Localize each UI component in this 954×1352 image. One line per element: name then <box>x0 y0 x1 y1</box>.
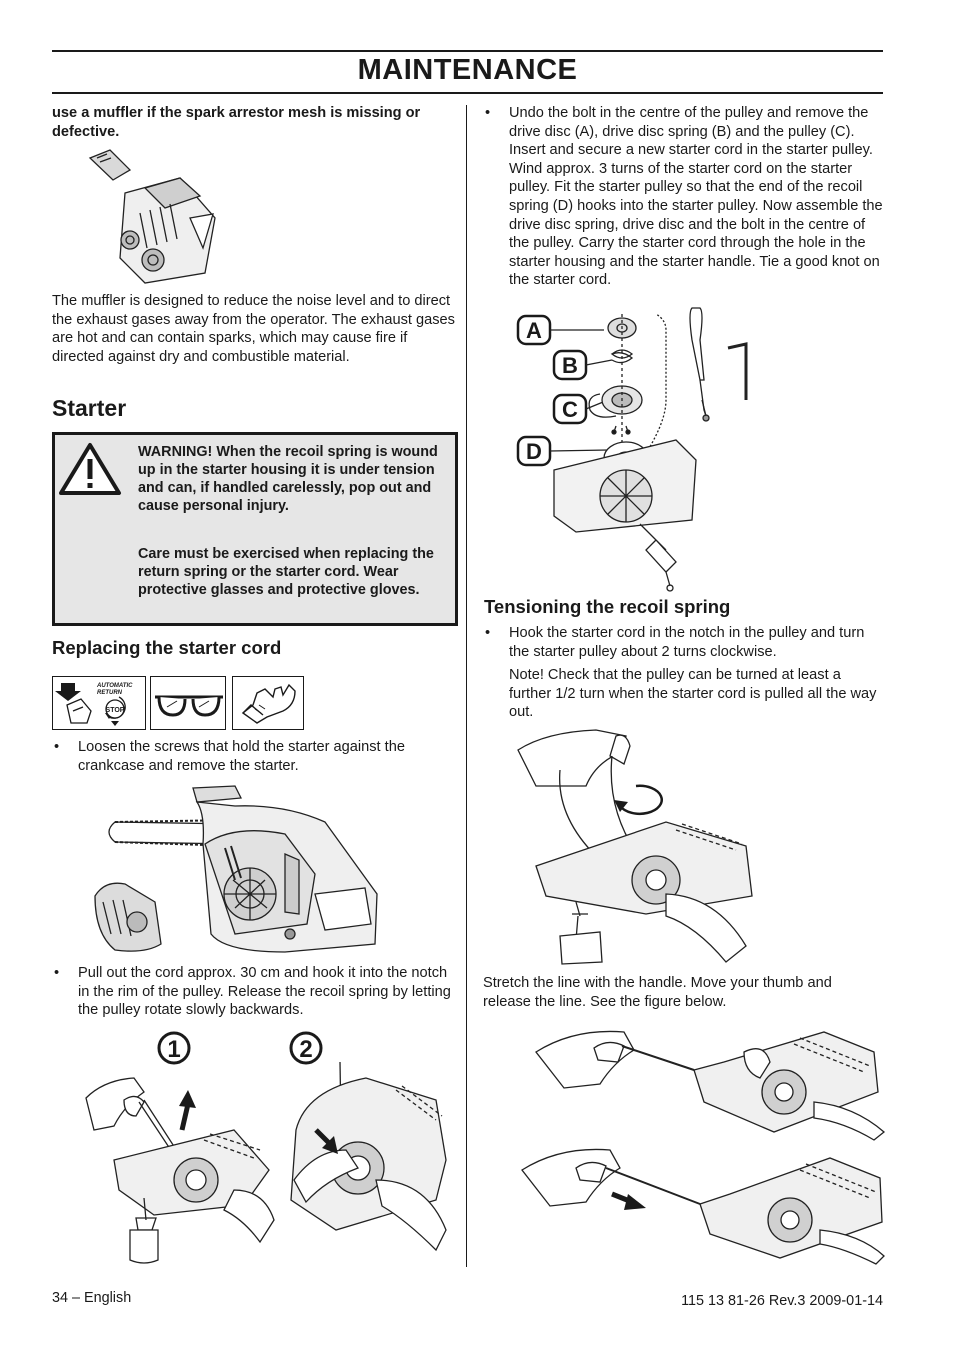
document-reference: 115 13 81-26 Rev.3 2009-01-14 <box>681 1293 883 1309</box>
label-a: A <box>526 318 542 343</box>
bullet-mark: • <box>485 625 491 641</box>
starter-exploded-illustration: A B C D <box>516 307 748 592</box>
step-1-figure: 1 <box>85 1031 275 1264</box>
right-bullet-2: • Hook the starter cord in the notch in … <box>485 624 885 661</box>
column-divider <box>466 105 467 1267</box>
svg-text:RETURN: RETURN <box>97 690 123 696</box>
protective-glasses-icon <box>150 676 226 730</box>
label-d: D <box>526 439 542 464</box>
left-bullet-2: • Pull out the cord approx. 30 cm and ho… <box>54 964 458 1020</box>
note-text: Note! Check that the pulley can be turne… <box>509 667 877 721</box>
warning-text-2: Care must be exercised when replacing th… <box>138 546 434 598</box>
left-bullet-1: • Loosen the screws that hold the starte… <box>54 738 458 775</box>
right-bullet-2-text: Hook the starter cord in the notch in th… <box>509 625 865 660</box>
bullet-mark: • <box>54 739 60 755</box>
right-bullet-1-text: Undo the bolt in the centre of the pulle… <box>509 105 883 289</box>
left-bullet-2-text: Pull out the cord approx. 30 cm and hook… <box>78 965 451 1019</box>
page-title: MAINTENANCE <box>357 54 578 86</box>
tensioning-illustration <box>517 729 753 965</box>
starter-heading: Starter <box>52 395 127 421</box>
stretch-figure-2 <box>521 1148 885 1265</box>
svg-text:STOP: STOP <box>106 707 125 714</box>
protective-gloves-icon <box>232 676 304 730</box>
label-c: C <box>562 397 578 422</box>
stretch-text: Stretch the line with the handle. Move y… <box>483 975 832 1010</box>
right-bullet-1: • Undo the bolt in the centre of the pul… <box>485 104 885 290</box>
label-b: B <box>562 353 578 378</box>
stretch-figure-1 <box>535 1030 886 1141</box>
automatic-return-label: AUTOMATIC <box>96 683 133 689</box>
step-2-label: 2 <box>299 1036 312 1063</box>
chain-brake-stop-icon: AUTOMATIC RETURN STOP <box>52 676 146 730</box>
muffler-illustration <box>88 149 216 284</box>
muffler-warning-text: use a muffler if the spark arrestor mesh… <box>52 105 421 140</box>
replacing-starter-cord-heading: Replacing the starter cord <box>52 637 282 658</box>
tensioning-heading: Tensioning the recoil spring <box>484 596 731 617</box>
bullet-mark: • <box>54 965 60 981</box>
header-rule-bottom <box>52 92 883 94</box>
left-bullet-1-text: Loosen the screws that hold the starter … <box>78 739 405 774</box>
step-1-label: 1 <box>167 1036 180 1063</box>
bullet-mark: • <box>485 105 491 121</box>
warning-text-1: WARNING! When the recoil spring is wound… <box>138 444 438 514</box>
step-2-figure: 2 <box>289 1031 447 1252</box>
warning-triangle-icon <box>59 443 121 495</box>
page-number: 34 – English <box>52 1290 132 1306</box>
header-rule-top <box>52 50 883 52</box>
warning-box <box>52 432 458 626</box>
chainsaw-illustration <box>94 785 378 953</box>
muffler-description: The muffler is designed to reduce the no… <box>52 293 455 365</box>
